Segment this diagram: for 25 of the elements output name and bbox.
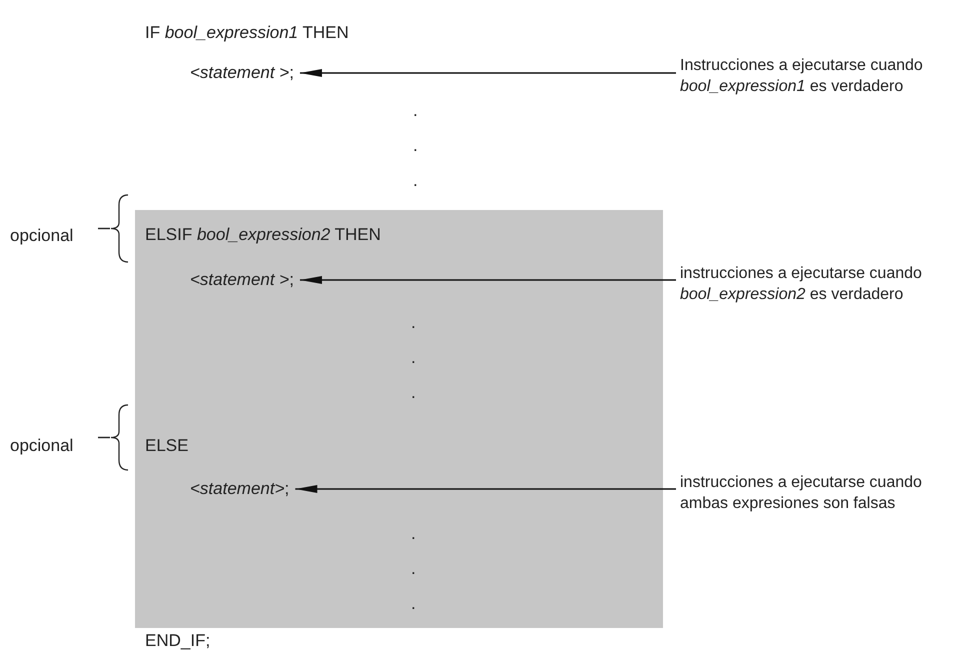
ellipsis-dot: . <box>411 558 416 580</box>
ellipsis-dot: . <box>411 382 416 404</box>
ellipsis-dot: . <box>411 347 416 369</box>
annotation-text: Instrucciones a ejecutarse cuando bool_expression1 es verdadero <box>680 55 940 97</box>
bracket-label: opcional <box>10 225 74 247</box>
ellipsis-dot: . <box>411 523 416 545</box>
code-statement: <statement >; <box>190 269 294 291</box>
ellipsis-dot: . <box>413 135 418 157</box>
ellipsis-dot: . <box>411 312 416 334</box>
ellipsis-dot: . <box>411 593 416 615</box>
arrow <box>300 276 676 284</box>
ellipsis-dot: . <box>413 100 418 122</box>
annotation-text: instrucciones a ejecutarse cuando ambas expresiones son falsas <box>680 472 952 514</box>
code-statement: <statement>; <box>190 478 290 500</box>
code-line: ELSE <box>145 435 188 457</box>
code-line: END_IF; <box>145 630 210 652</box>
code-line: IF bool_expression1 THEN <box>145 22 349 44</box>
code-statement: <statement >; <box>190 62 294 84</box>
code-line: ELSIF bool_expression2 THEN <box>145 224 381 246</box>
shaded-block <box>135 210 663 628</box>
ellipsis-dot: . <box>413 170 418 192</box>
bracket-label: opcional <box>10 435 74 457</box>
arrow <box>295 485 676 493</box>
arrow <box>300 69 676 77</box>
annotation-text: instrucciones a ejecutarse cuando bool_expression2 es verdadero <box>680 263 940 305</box>
